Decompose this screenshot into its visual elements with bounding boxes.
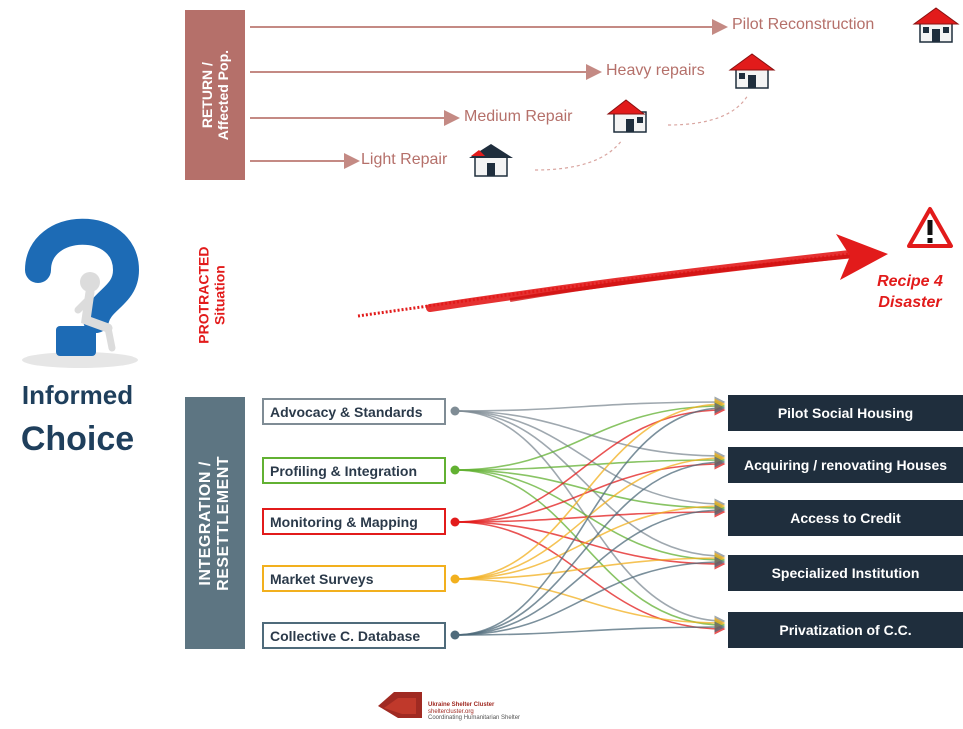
connection-3-0 xyxy=(454,398,726,580)
recipe-line2: Disaster xyxy=(878,293,942,311)
recipe-line1: Recipe 4 xyxy=(877,273,943,290)
choice-label: Choice xyxy=(20,420,135,458)
connection-1-3 xyxy=(454,469,726,566)
warning-triangle-icon xyxy=(907,207,953,248)
shelter-cluster-logo-icon xyxy=(378,692,422,718)
target-acquiring-renovating-houses: Acquiring / renovating Houses xyxy=(728,447,963,483)
connection-0-3 xyxy=(454,410,726,562)
step-light-repair: Light Repair xyxy=(361,151,448,168)
connection-3-4 xyxy=(454,578,726,629)
source-dot-0 xyxy=(450,406,460,416)
target-access-to-credit: Access to Credit xyxy=(728,500,963,536)
connection-4-0 xyxy=(454,402,726,636)
house-icon xyxy=(912,7,960,43)
source-dot-2 xyxy=(450,517,460,527)
source-dot-1 xyxy=(450,465,460,475)
connection-4-1 xyxy=(454,456,726,636)
dotted-curve-1 xyxy=(534,139,623,171)
connection-3-3 xyxy=(454,552,726,580)
connection-0-1 xyxy=(454,410,726,462)
integration-band: INTEGRATION / RESETTLEMENT xyxy=(185,397,245,649)
source-profiling-integration: Profiling & Integration xyxy=(262,457,446,484)
connection-0-0 xyxy=(454,396,726,412)
footer-tagline: Coordinating Humanitarian Shelter xyxy=(428,715,521,721)
footer-site: sheltercluster.org xyxy=(428,709,474,715)
connection-2-1 xyxy=(454,458,726,523)
source-market-surveys: Market Surveys xyxy=(262,565,446,592)
source-collective-database: Collective C. Database xyxy=(262,622,446,649)
source-dot-4 xyxy=(450,630,460,640)
recipe-label: Recipe 4 Disaster xyxy=(860,272,960,314)
connection-2-0 xyxy=(454,404,726,523)
informed-label: Informed xyxy=(21,380,134,410)
connection-1-2 xyxy=(454,469,726,514)
footer-org: Ukraine Shelter Cluster xyxy=(428,702,495,708)
step-medium-repair: Medium Repair xyxy=(464,108,573,125)
step-heavy-repairs: Heavy repairs xyxy=(606,62,705,79)
connection-3-1 xyxy=(454,452,726,580)
red-arrow-icon xyxy=(357,234,888,318)
connection-2-4 xyxy=(454,521,726,635)
connection-2-2 xyxy=(454,506,726,523)
source-monitoring-mapping: Monitoring & Mapping xyxy=(262,508,446,535)
connection-3-2 xyxy=(454,500,726,580)
source-advocacy-standards: Advocacy & Standards xyxy=(262,398,446,425)
connection-4-4 xyxy=(454,621,726,636)
connection-4-3 xyxy=(454,556,726,636)
target-pilot-social-housing: Pilot Social Housing xyxy=(728,395,963,431)
connection-1-0 xyxy=(454,400,726,471)
connection-4-2 xyxy=(454,504,726,636)
house-icon xyxy=(728,53,776,89)
step-pilot-reconstruction: Pilot Reconstruction xyxy=(732,16,875,33)
house-icon xyxy=(606,99,647,133)
target-privatization-cc: Privatization of C.C. xyxy=(728,612,963,648)
question-mark-figure-icon xyxy=(22,218,140,368)
connection-0-4 xyxy=(454,410,726,627)
target-specialized-institution: Specialized Institution xyxy=(728,555,963,591)
house-icon xyxy=(469,144,513,177)
connection-0-2 xyxy=(454,410,726,510)
return-band: RETURN / Affected Pop. xyxy=(185,10,245,180)
source-dot-3 xyxy=(450,574,460,584)
